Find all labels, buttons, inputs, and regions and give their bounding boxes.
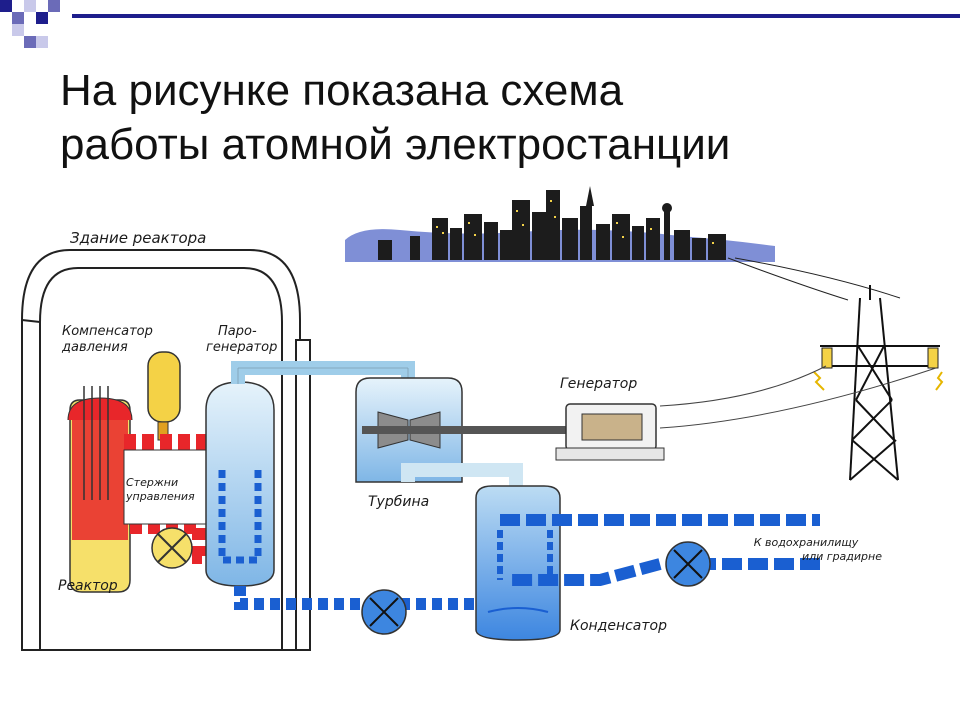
reactor-vessel xyxy=(67,386,133,593)
reactor-building xyxy=(21,249,301,651)
label-steamgen-2: генератор xyxy=(206,340,277,355)
label-rods-2: управления xyxy=(125,490,195,503)
turbine-shaft xyxy=(456,426,566,434)
generator-output-lines xyxy=(659,365,937,429)
label-reservoir-2: или градирне xyxy=(802,550,882,563)
exhaust-pipe xyxy=(401,463,523,490)
label-condenser: Конденсатор xyxy=(570,618,667,634)
cooling-water-loop xyxy=(500,514,820,586)
feedwater-pipe xyxy=(234,586,480,610)
label-compensator-2: давления xyxy=(61,340,128,355)
label-compensator-1: Компенсатор xyxy=(62,324,153,339)
turbine xyxy=(355,377,463,483)
title-line-1: На рисунке показана схема xyxy=(60,66,624,115)
generator xyxy=(555,403,665,461)
primary-pump xyxy=(151,527,193,569)
label-generator: Генератор xyxy=(560,376,637,392)
label-reactor: Реактор xyxy=(58,578,118,594)
label-building: Здание реактора xyxy=(70,229,206,247)
slide-title: На рисунке показана схема работы атомной… xyxy=(60,64,920,172)
condenser xyxy=(475,485,561,641)
city-skyline xyxy=(345,186,775,262)
transmission-tower xyxy=(813,285,944,481)
steam-generator xyxy=(205,381,275,587)
cooling-pump xyxy=(665,541,711,587)
power-lines-to-city xyxy=(727,257,901,301)
primary-loop xyxy=(124,434,258,564)
label-rods-1: Стержни xyxy=(126,476,178,489)
label-turbine: Турбина xyxy=(368,494,429,510)
feedwater-pump xyxy=(361,589,407,635)
pressure-compensator xyxy=(147,351,181,441)
label-reservoir-1: К водохранилищу xyxy=(754,536,859,549)
label-steamgen-1: Паро- xyxy=(218,324,257,339)
title-line-2: работы атомной электростанции xyxy=(60,120,731,169)
